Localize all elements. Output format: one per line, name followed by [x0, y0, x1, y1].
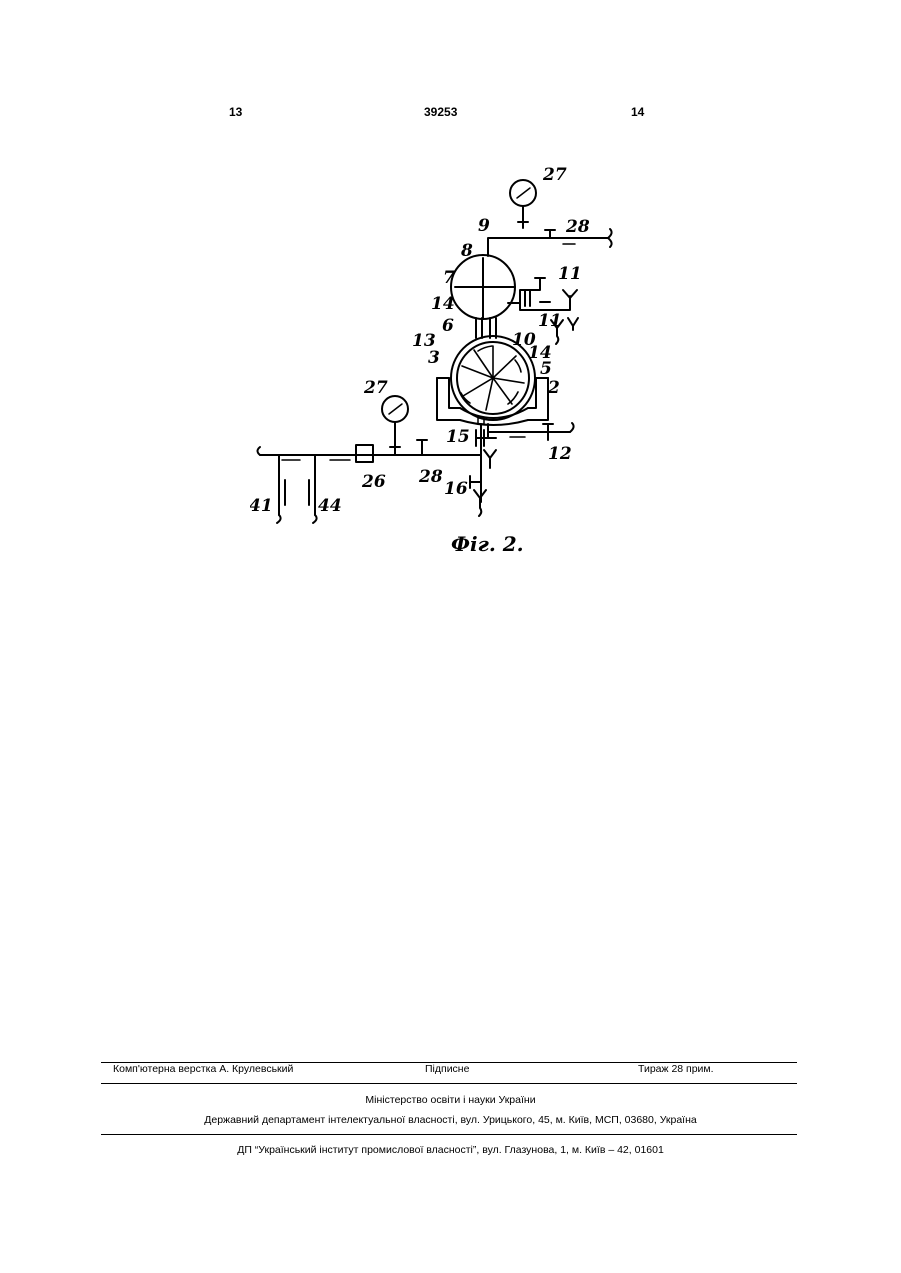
label-11-b: 11	[538, 311, 562, 331]
label-12: 12	[548, 444, 572, 464]
footer-typesetter: Комп'ютерна верстка А. Крулевський	[113, 1063, 293, 1075]
label-15: 15	[446, 427, 470, 447]
footer-rule-bottom	[101, 1134, 797, 1135]
footer-circulation: Тираж 28 прим.	[638, 1063, 714, 1075]
label-28-bottom: 28	[418, 467, 443, 487]
label-27-left: 27	[363, 378, 388, 398]
page-number-right: 14	[631, 105, 644, 119]
label-14-left: 14	[431, 294, 455, 314]
label-44: 44	[318, 496, 342, 516]
label-41: 41	[250, 496, 273, 516]
label-26: 26	[361, 472, 386, 492]
label-8: 8	[460, 241, 473, 261]
label-2: 2	[547, 378, 560, 398]
vane-rotor	[461, 346, 524, 410]
patent-number: 39253	[424, 105, 457, 119]
patent-figure: 27 28 9 8 7 14 6 11 11 13 10 3 14 5 2 27…	[250, 150, 630, 560]
label-11-a: 11	[558, 264, 582, 284]
label-28-top: 28	[565, 217, 590, 237]
label-16: 16	[444, 479, 468, 499]
footer-department: Державний департамент інтелектуальної вл…	[0, 1114, 901, 1126]
footer-institute: ДП “Український інститут промислової вла…	[0, 1144, 901, 1156]
figure-drawing: 27 28 9 8 7 14 6 11 11 13 10 3 14 5 2 27…	[250, 150, 630, 560]
footer-ministry: Міністерство освіти і науки України	[0, 1094, 901, 1106]
footer-rule-middle	[101, 1083, 797, 1084]
label-6: 6	[442, 316, 454, 336]
page-number-left: 13	[229, 105, 242, 119]
label-3: 3	[428, 348, 440, 368]
label-5: 5	[540, 359, 552, 379]
footer-subscription: Підписне	[425, 1063, 469, 1075]
label-7: 7	[443, 268, 455, 288]
figure-caption: Фiг. 2.	[451, 532, 524, 556]
upper-pipe	[488, 238, 608, 256]
label-9: 9	[478, 216, 490, 236]
unit-26	[356, 445, 373, 462]
label-27-top: 27	[542, 165, 567, 185]
